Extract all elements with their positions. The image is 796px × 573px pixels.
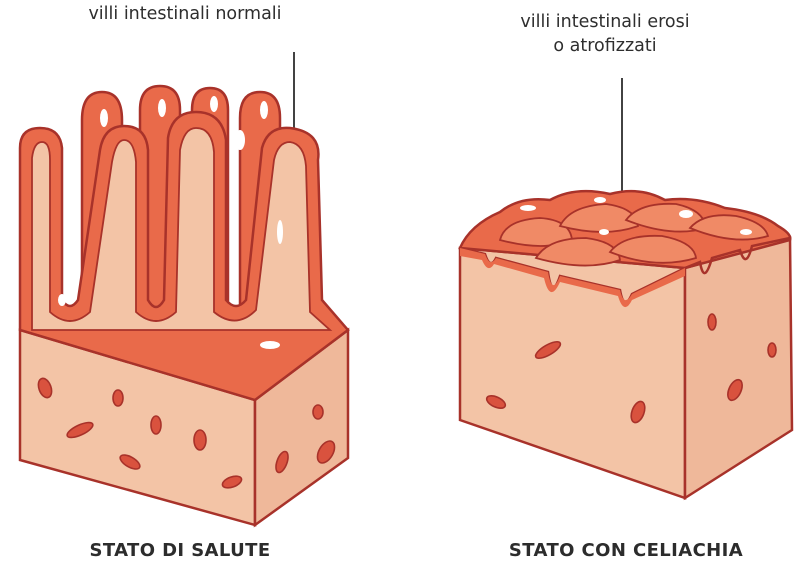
celiac-state-title: STATO CON CELIACHIA bbox=[486, 540, 766, 561]
celiac-tissue-block bbox=[460, 191, 792, 498]
healthy-state-title: STATO DI SALUTE bbox=[60, 540, 300, 561]
healthy-tissue-block bbox=[20, 86, 348, 525]
celiac-side-face bbox=[685, 238, 792, 498]
